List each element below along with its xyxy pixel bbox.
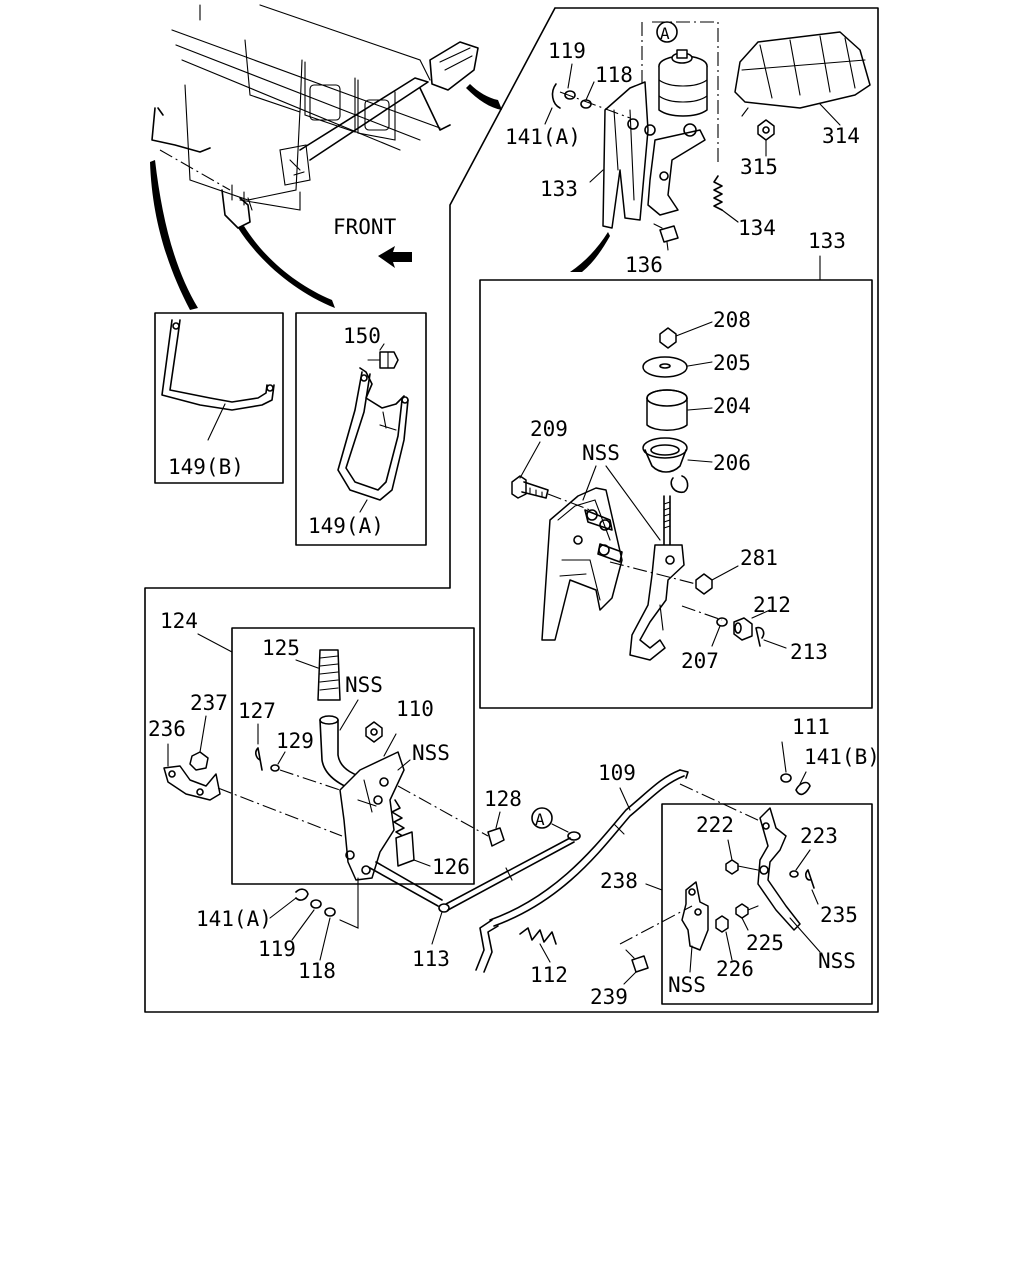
front-arrow-icon <box>378 246 412 268</box>
callout-a-top: A <box>660 24 670 43</box>
label-nss-239: NSS <box>668 973 706 997</box>
label-134: 134 <box>738 216 776 240</box>
label-124: 124 <box>160 609 198 633</box>
part-149a-step: 150 149(A) <box>308 324 409 538</box>
cab-sketch: FRONT <box>150 4 502 310</box>
box-124-lever: 124 125 NSS 126 110 NSS 127 <box>148 609 522 983</box>
label-133-top: 133 <box>540 177 578 201</box>
label-126: 126 <box>432 855 470 879</box>
rods-section: A 113 109 112 <box>369 761 763 987</box>
label-141b: 141(B) <box>804 745 880 769</box>
part-149b-bracket: 149(B) <box>161 319 275 479</box>
label-149b: 149(B) <box>168 455 244 479</box>
label-149a: 149(A) <box>308 514 384 538</box>
label-204: 204 <box>713 394 751 418</box>
label-127: 127 <box>238 699 276 723</box>
label-119-top: 119 <box>548 39 586 63</box>
label-nss-mid: NSS <box>582 441 620 465</box>
label-206: 206 <box>713 451 751 475</box>
label-128: 128 <box>484 787 522 811</box>
label-110: 110 <box>396 697 434 721</box>
label-236: 236 <box>148 717 186 741</box>
label-208: 208 <box>713 308 751 332</box>
box-238-bracket: 111 141(B) 222 223 235 225 NSS 238 <box>590 715 880 1009</box>
panel-outlines <box>144 7 879 1013</box>
front-label: FRONT <box>333 215 397 239</box>
label-222: 222 <box>696 813 734 837</box>
label-119-bot: 119 <box>258 937 296 961</box>
label-235: 235 <box>820 903 858 927</box>
label-150: 150 <box>343 324 381 348</box>
label-141a-top: 141(A) <box>505 125 581 149</box>
label-238: 238 <box>600 869 638 893</box>
label-226: 226 <box>716 957 754 981</box>
label-207: 207 <box>681 649 719 673</box>
label-109: 109 <box>598 761 636 785</box>
label-nss-125: NSS <box>345 673 383 697</box>
label-213: 213 <box>790 640 828 664</box>
callout-a-bottom: A <box>535 810 545 829</box>
label-205: 205 <box>713 351 751 375</box>
label-133-box: 133 <box>808 229 846 253</box>
label-281: 281 <box>740 546 778 570</box>
label-118-top: 118 <box>595 63 633 87</box>
label-136: 136 <box>625 253 663 277</box>
label-239: 239 <box>590 985 628 1009</box>
label-209: 209 <box>530 417 568 441</box>
label-112: 112 <box>530 963 568 987</box>
label-225: 225 <box>746 931 784 955</box>
label-113: 113 <box>412 947 450 971</box>
label-141a-bot: 141(A) <box>196 907 272 931</box>
top-assembly: A <box>505 21 871 281</box>
label-118-bot: 118 <box>298 959 336 983</box>
label-nss-110: NSS <box>412 741 450 765</box>
label-212: 212 <box>753 593 791 617</box>
label-111: 111 <box>792 715 830 739</box>
box-133-exploded: 208 205 204 206 <box>511 308 828 673</box>
label-223: 223 <box>800 824 838 848</box>
label-nss-225: NSS <box>818 949 856 973</box>
label-237: 237 <box>190 691 228 715</box>
label-125: 125 <box>262 636 300 660</box>
label-314: 314 <box>822 124 860 148</box>
label-315: 315 <box>740 155 778 179</box>
label-129: 129 <box>276 729 314 753</box>
